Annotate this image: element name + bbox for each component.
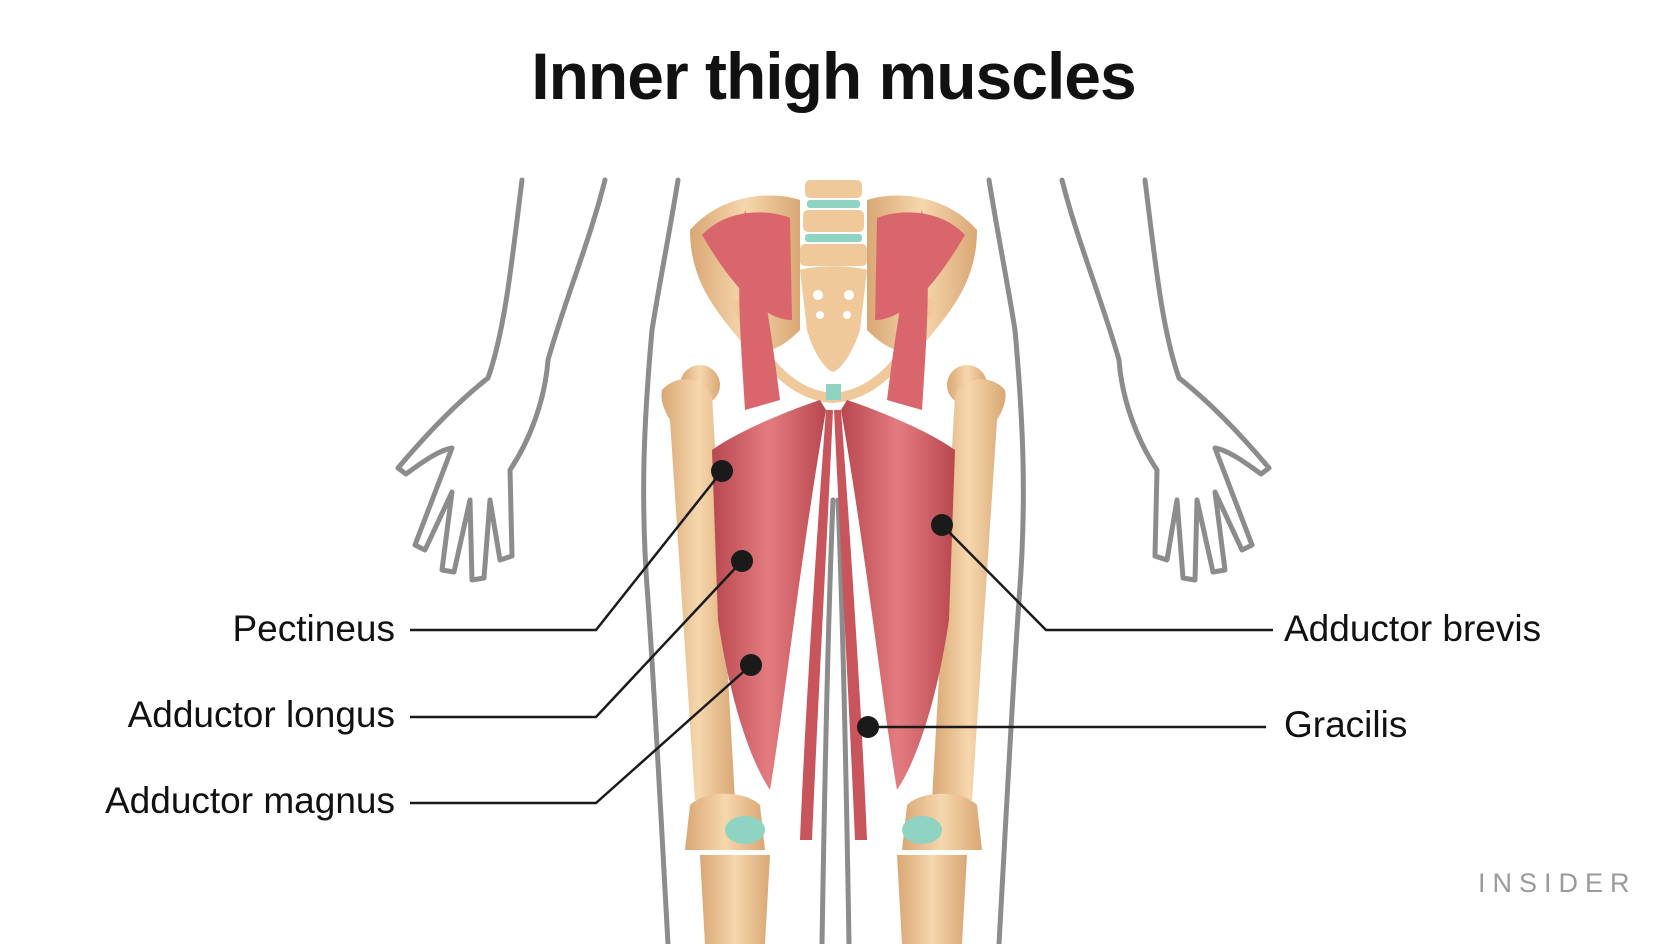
leader-lines [410,470,1273,805]
dot-pectineus [711,460,733,482]
dot-adductor-longus [731,550,753,572]
leader-adductor-brevis [941,524,1273,632]
body-outline [395,177,1272,944]
leader-adductor-longus [410,560,743,719]
label-adductor-magnus: Adductor magnus [104,780,395,821]
diagram-title: Inner thigh muscles [531,39,1136,113]
insider-logo: INSIDER [1478,868,1637,898]
dot-adductor-magnus [740,654,762,676]
label-adductor-brevis: Adductor brevis [1284,608,1542,649]
pelvis [690,180,977,404]
pointer-dots [711,460,953,738]
adductor-muscles-left [712,210,833,840]
dot-adductor-brevis [931,514,953,536]
leader-adductor-magnus [410,664,752,805]
dot-gracilis [857,716,879,738]
leader-pectineus [410,470,723,632]
label-gracilis: Gracilis [1284,704,1408,745]
label-adductor-longus: Adductor longus [127,694,395,735]
label-pectineus: Pectineus [232,608,396,649]
